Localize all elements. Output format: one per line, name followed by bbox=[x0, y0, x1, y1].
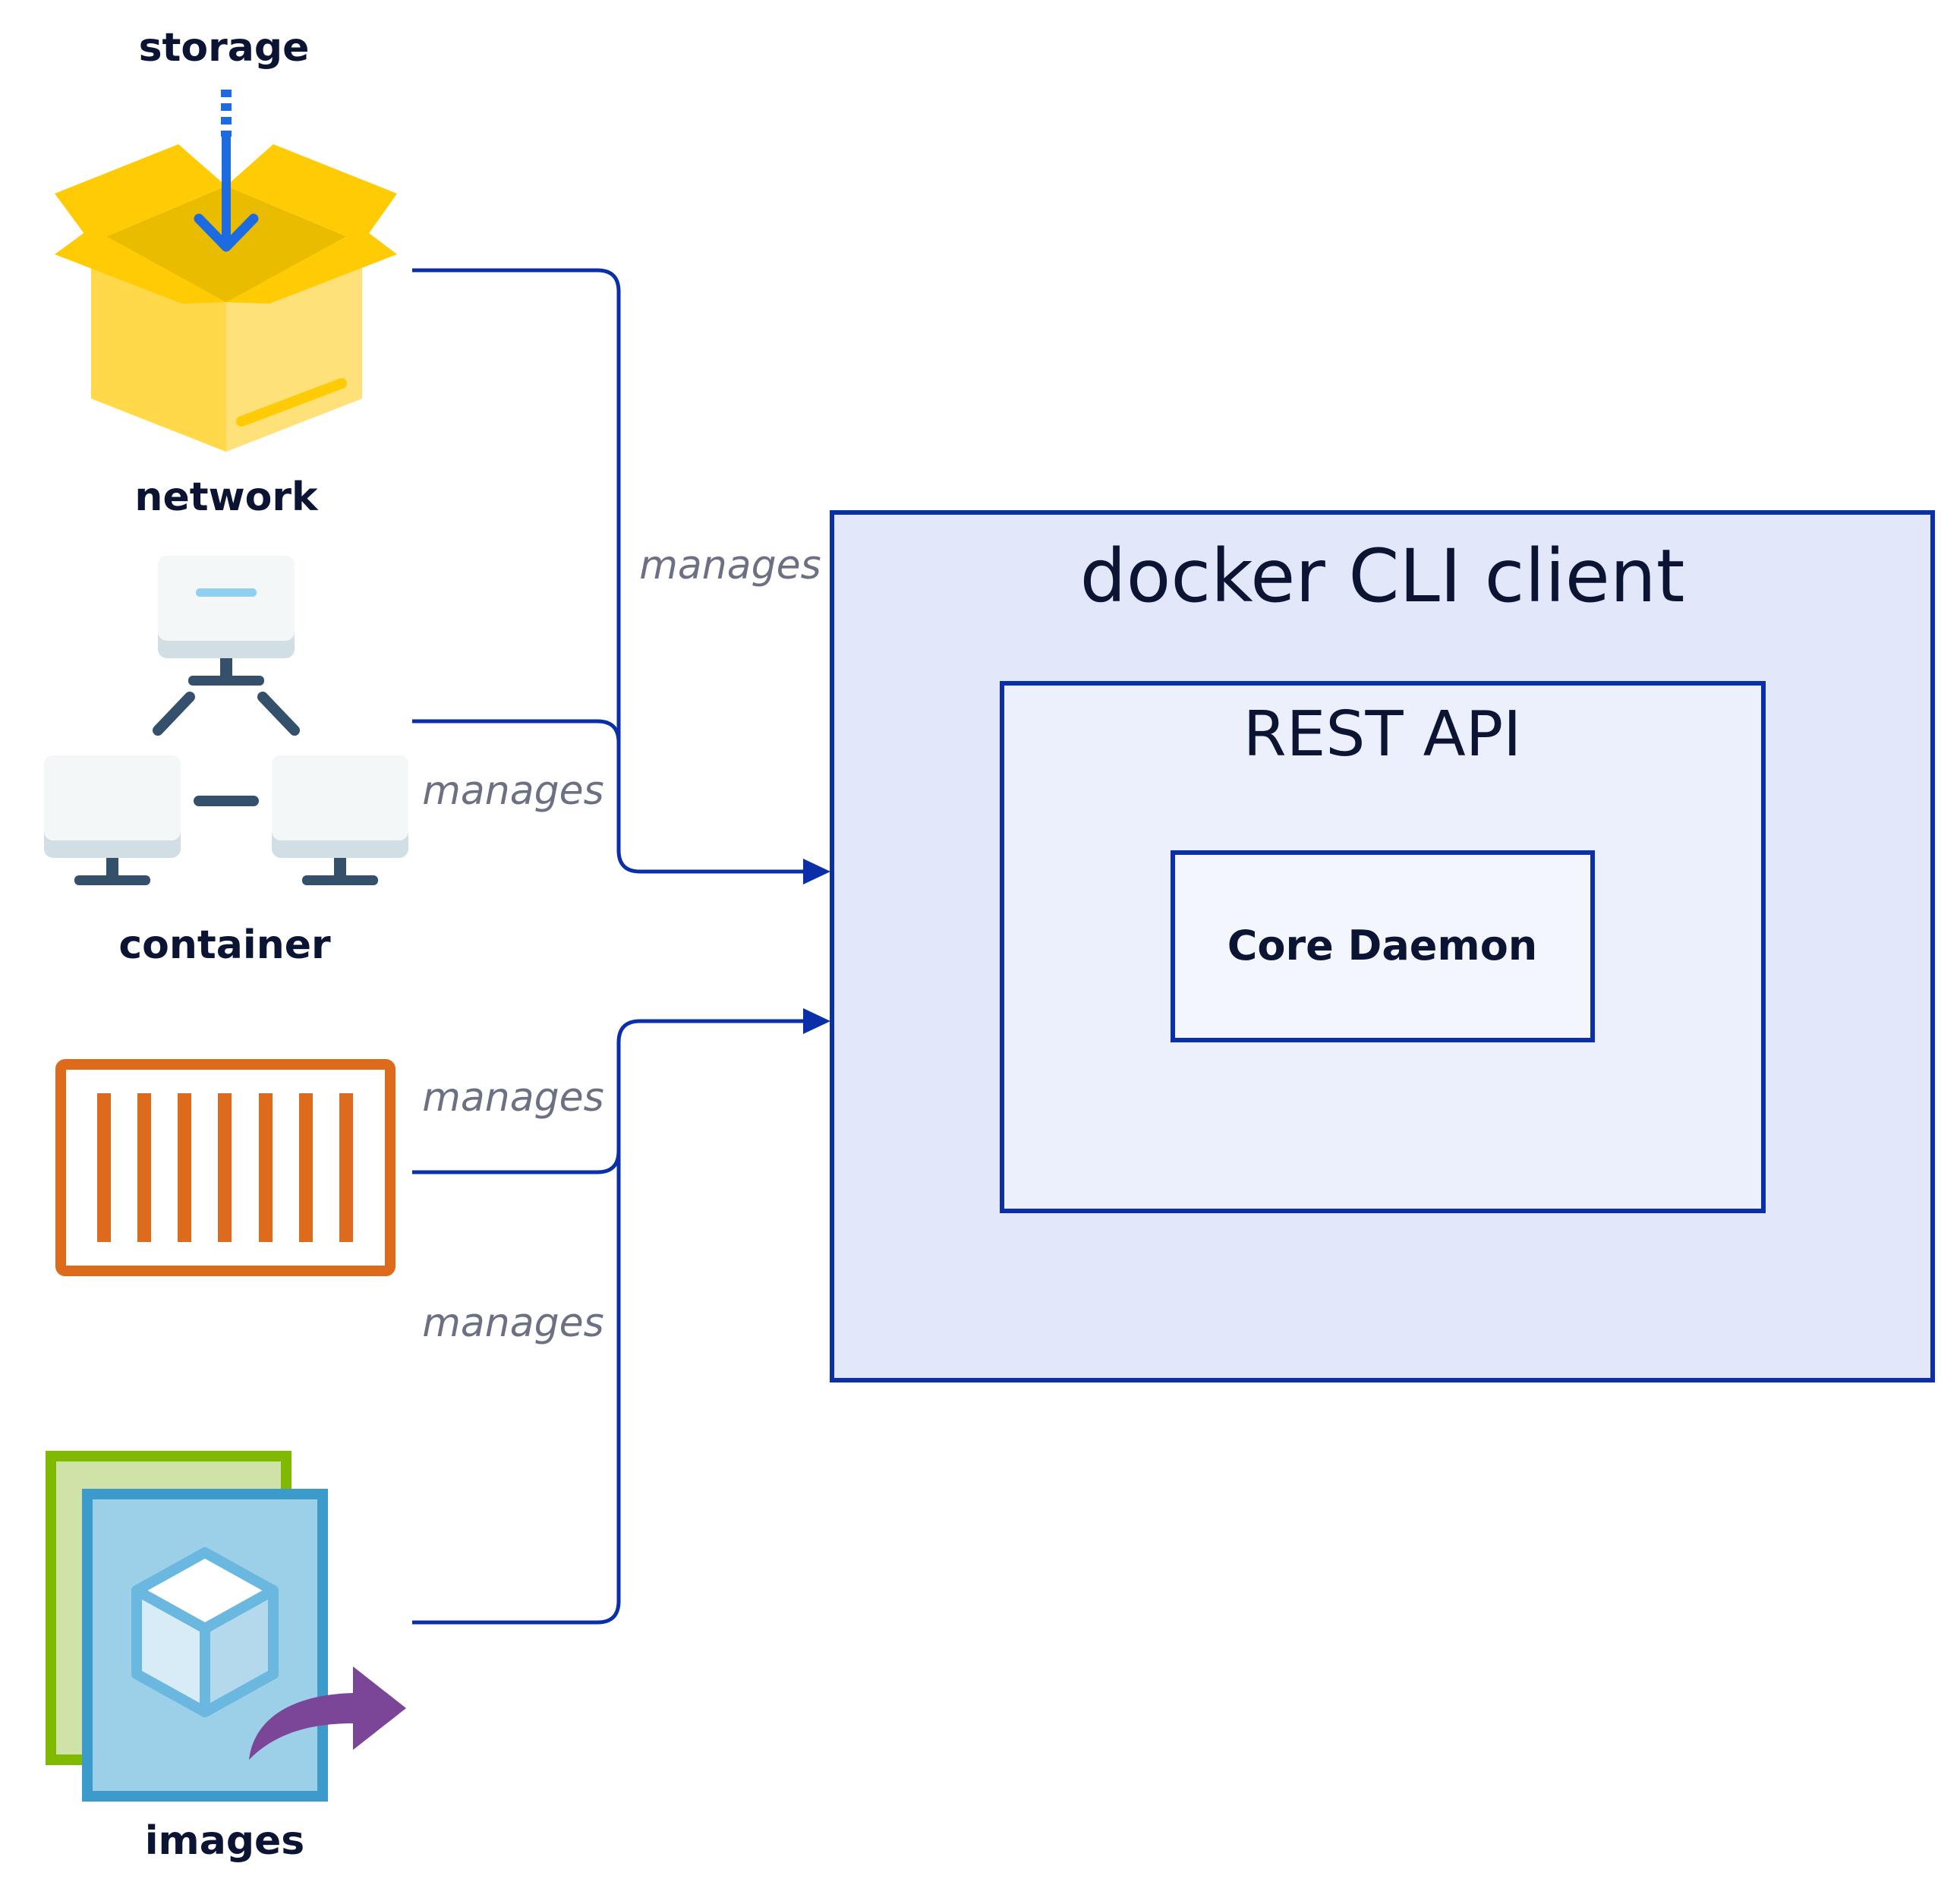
edge-label-network: manages bbox=[422, 768, 603, 814]
arrowhead-upper bbox=[803, 859, 830, 884]
container-label: container bbox=[118, 922, 331, 968]
edge-label-storage: manages bbox=[639, 543, 821, 588]
core-daemon-box bbox=[1171, 850, 1595, 1042]
storage-label: storage bbox=[139, 25, 310, 71]
docker-cli-client-title: docker CLI client bbox=[1080, 534, 1685, 619]
network-label: network bbox=[134, 474, 319, 520]
rest-api-title: REST API bbox=[1243, 698, 1522, 771]
images-label: images bbox=[145, 1818, 305, 1864]
open-box-icon bbox=[55, 90, 397, 452]
network-computers-icon bbox=[44, 556, 408, 885]
shipping-container-icon bbox=[55, 1059, 395, 1276]
arrowhead-lower bbox=[803, 1008, 830, 1034]
edge-label-container: manages bbox=[422, 1075, 603, 1121]
core-daemon-label: Core Daemon bbox=[1227, 922, 1537, 969]
image-stack-icon bbox=[46, 1451, 406, 1802]
edge-label-images: manages bbox=[422, 1300, 603, 1346]
connector-lines bbox=[412, 268, 823, 1625]
